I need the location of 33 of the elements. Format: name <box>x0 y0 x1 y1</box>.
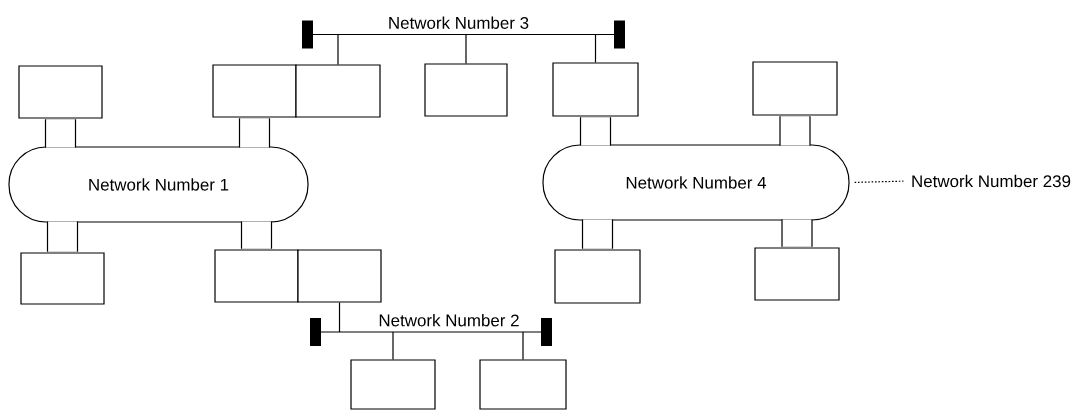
cable <box>338 302 341 333</box>
node-box <box>295 64 381 118</box>
node-box <box>350 359 436 410</box>
node-box <box>297 249 382 303</box>
ring-connector <box>779 116 811 146</box>
ring-connector <box>44 119 77 148</box>
node-box <box>18 65 103 119</box>
cable <box>522 331 524 360</box>
node-box <box>20 252 105 305</box>
ring-connector <box>781 219 813 247</box>
ring-connector <box>46 221 79 252</box>
token-ring: Network Number 1 <box>8 146 309 223</box>
node-box <box>424 63 508 117</box>
cable <box>465 33 467 64</box>
node-box <box>212 64 297 118</box>
network-label: Network Number 3 <box>389 16 529 29</box>
node-box <box>552 62 639 117</box>
node-box <box>479 359 567 410</box>
connection-line <box>854 180 904 183</box>
network-label: Network Number 239 <box>912 174 1071 188</box>
ring-connector <box>579 117 612 146</box>
ring-connector <box>238 118 271 148</box>
token-ring: Network Number 4 <box>542 144 850 221</box>
node-box <box>752 61 838 116</box>
cable <box>392 331 394 360</box>
cable <box>337 33 339 65</box>
network-label: Network Number 2 <box>379 313 519 327</box>
node-box <box>214 249 299 303</box>
node-box <box>554 249 641 304</box>
ring-connector <box>240 221 273 249</box>
node-box <box>754 247 840 301</box>
cable <box>594 33 597 63</box>
ring-connector <box>581 219 614 249</box>
